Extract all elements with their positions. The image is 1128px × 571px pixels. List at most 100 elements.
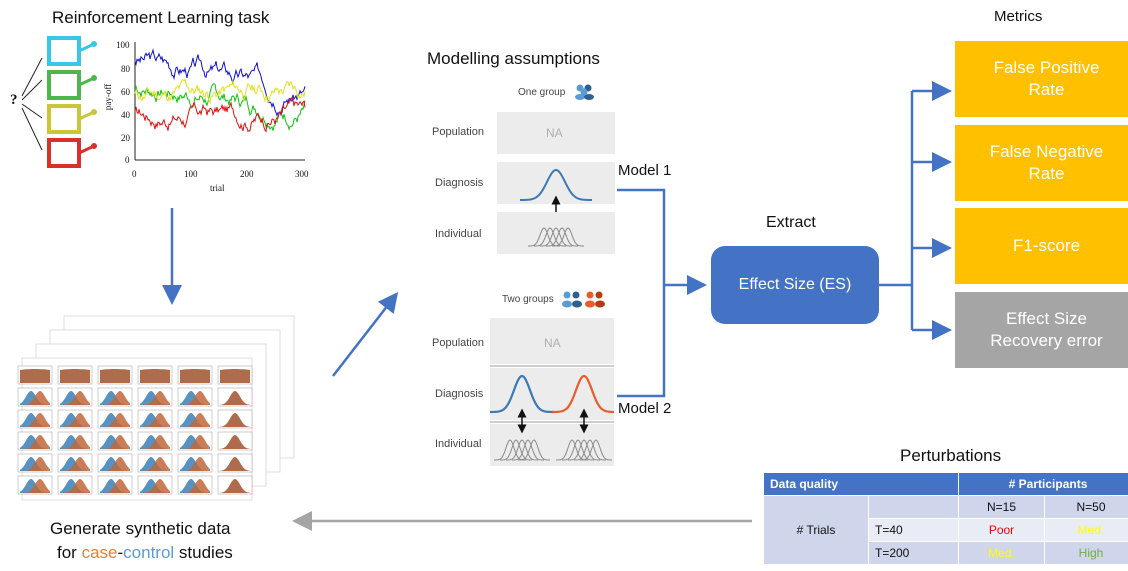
synthetic-histogram bbox=[220, 479, 250, 493]
synthetic-histogram bbox=[140, 457, 170, 471]
synthetic-histogram bbox=[220, 435, 250, 449]
one-group-individual-panel bbox=[497, 212, 615, 254]
trials-label: # Trials bbox=[763, 495, 869, 565]
one-group-label: One group bbox=[518, 87, 566, 98]
case-word: case bbox=[81, 543, 118, 562]
synthetic-histogram bbox=[220, 391, 250, 405]
synthetic-histogram bbox=[140, 391, 170, 405]
synthetic-histogram bbox=[100, 435, 130, 449]
ytick-100: 100 bbox=[116, 40, 130, 50]
individual-curve bbox=[567, 439, 601, 461]
synthetic-histogram bbox=[140, 369, 170, 383]
t200-n15-quality: Med. bbox=[958, 541, 1046, 565]
model2-label: Model 2 bbox=[618, 400, 672, 417]
synthetic-histogram bbox=[60, 413, 90, 427]
t40-n15-quality: Poor bbox=[958, 518, 1046, 542]
synthetic-histogram bbox=[20, 435, 50, 449]
effect-size-box bbox=[711, 246, 879, 324]
control-diagnosis-curve bbox=[489, 374, 555, 414]
one-group-na: NA bbox=[546, 126, 563, 140]
empty-cell bbox=[867, 495, 960, 519]
synthetic-histogram bbox=[20, 479, 50, 493]
synthetic-histogram bbox=[60, 435, 90, 449]
extract-title: Extract bbox=[766, 214, 816, 231]
perturbations-title: Perturbations bbox=[900, 446, 1002, 465]
two-groups-label: Two groups bbox=[502, 294, 554, 305]
synthetic-histogram bbox=[100, 369, 130, 383]
effect-size-label: Effect Size (ES) bbox=[738, 276, 852, 293]
individual-curve bbox=[561, 439, 595, 461]
synthetic-histogram bbox=[180, 457, 210, 471]
control-word: control bbox=[123, 543, 175, 562]
individual-curve bbox=[573, 439, 607, 461]
diagonal-arrow bbox=[332, 292, 399, 377]
two-groups-individual-curves bbox=[493, 439, 613, 461]
question-mark: ? bbox=[10, 92, 18, 108]
n50-header: N=50 bbox=[1044, 495, 1128, 519]
model-bracket bbox=[617, 188, 666, 398]
synthetic-histogram bbox=[60, 391, 90, 405]
xtick-300: 300 bbox=[295, 169, 309, 179]
ytick-20: 20 bbox=[121, 133, 130, 143]
individual-curve bbox=[545, 227, 579, 247]
data-quality-header: Data quality bbox=[762, 472, 960, 496]
synthetic-histogram bbox=[140, 479, 170, 493]
synthetic-histogram bbox=[100, 479, 130, 493]
one-group-population-panel bbox=[497, 112, 615, 154]
synthetic-histogram bbox=[20, 369, 50, 383]
xtick-200: 200 bbox=[240, 169, 254, 179]
synthetic-histogram bbox=[20, 413, 50, 427]
xtick-100: 100 bbox=[184, 169, 198, 179]
individual-curve bbox=[539, 227, 573, 247]
synthetic-histogram bbox=[180, 369, 210, 383]
ytick-40: 40 bbox=[121, 110, 130, 120]
rl-task-title: Reinforcement Learning task bbox=[52, 8, 270, 27]
two-groups-diagnosis-label: Diagnosis bbox=[435, 388, 484, 400]
case-diagnosis-curve bbox=[551, 374, 615, 414]
one-group-individual-curves bbox=[527, 227, 585, 247]
model1-label: Model 1 bbox=[618, 162, 672, 179]
perturbations-table: Data quality # Participants # Trials N=1… bbox=[762, 472, 1128, 565]
synthetic-histogram bbox=[180, 413, 210, 427]
individual-curve bbox=[555, 439, 589, 461]
individual-curve bbox=[499, 439, 533, 461]
individual-curve bbox=[533, 227, 567, 247]
ytick-60: 60 bbox=[121, 87, 130, 97]
two-groups-na: NA bbox=[544, 336, 561, 350]
modelling-title: Modelling assumptions bbox=[427, 49, 600, 68]
one-group-diagnosis-label: Diagnosis bbox=[435, 177, 484, 189]
two-groups-people-icon bbox=[562, 291, 605, 308]
one-group-people-icon bbox=[575, 84, 594, 100]
metrics-branch-arrows bbox=[879, 81, 952, 340]
t200-label: T=200 bbox=[867, 541, 960, 565]
payoff-series-line bbox=[134, 78, 306, 105]
metrics-title: Metrics bbox=[994, 8, 1043, 25]
synthetic-histogram bbox=[220, 457, 250, 471]
synthetic-histogram bbox=[180, 479, 210, 493]
two-groups-individual-label: Individual bbox=[435, 438, 482, 450]
individual-curve bbox=[579, 439, 613, 461]
ytick-80: 80 bbox=[121, 64, 130, 74]
synthetic-data-stack bbox=[17, 315, 295, 501]
synthetic-caption-line2: for case-control studies bbox=[57, 543, 233, 562]
f1-score-box: F1-score bbox=[955, 208, 1128, 284]
individual-curve bbox=[493, 439, 527, 461]
synthetic-histogram bbox=[220, 413, 250, 427]
one-group-individual-label: Individual bbox=[435, 228, 482, 240]
payoff-plot bbox=[134, 42, 306, 161]
synthetic-histogram bbox=[100, 413, 130, 427]
synthetic-histogram bbox=[60, 479, 90, 493]
synthetic-histogram bbox=[180, 391, 210, 405]
ytick-0: 0 bbox=[125, 155, 130, 165]
individual-curve bbox=[517, 439, 551, 461]
individual-curve bbox=[511, 439, 545, 461]
two-groups-population-panel bbox=[490, 318, 614, 364]
t40-n50-quality: Med. bbox=[1044, 518, 1128, 542]
synthetic-histogram bbox=[20, 457, 50, 471]
synthetic-caption-line1: Generate synthetic data bbox=[50, 519, 231, 538]
synthetic-sheet bbox=[21, 357, 253, 501]
participants-header: # Participants bbox=[958, 472, 1128, 496]
